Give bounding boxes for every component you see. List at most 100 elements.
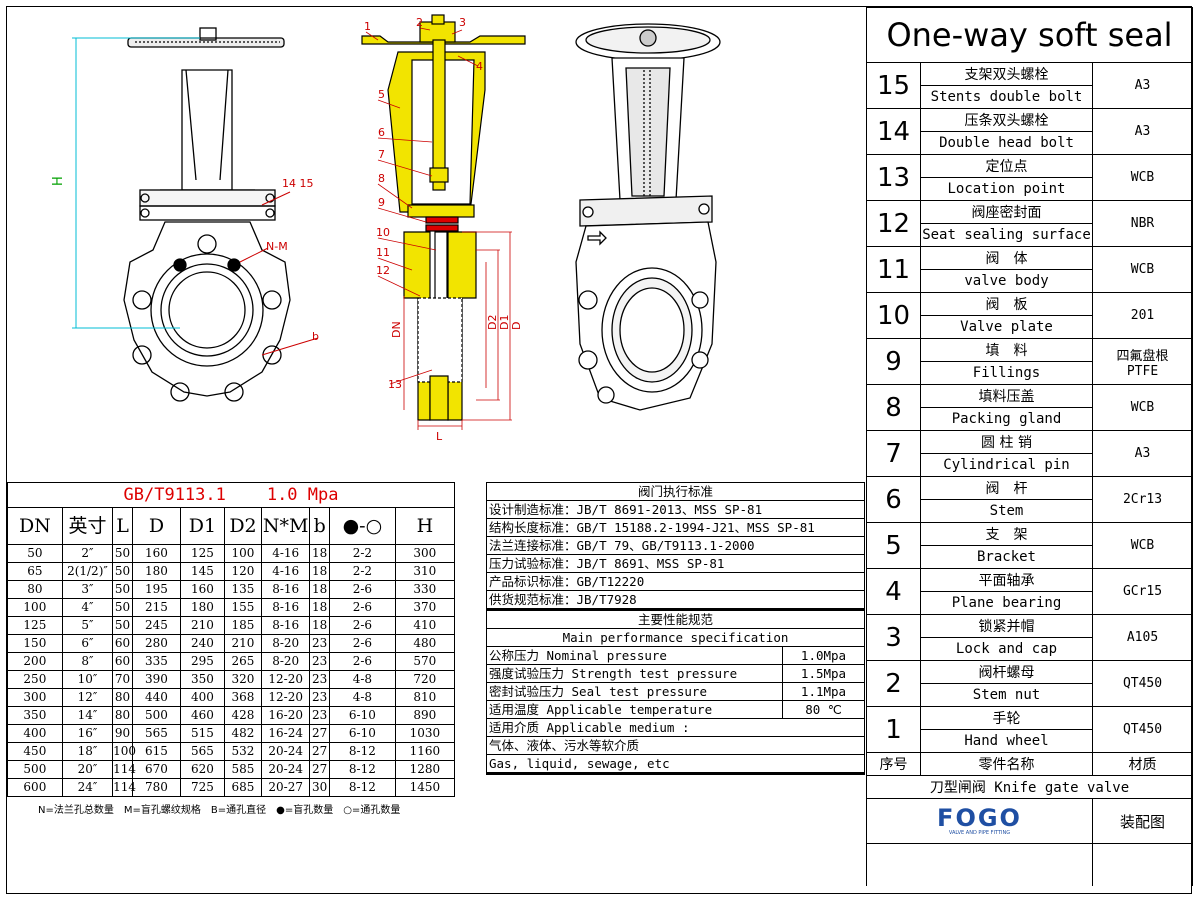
dim-header-cell: L [112, 507, 133, 545]
table-cell: 245 [131, 616, 182, 635]
table-cell: 8-16 [261, 598, 311, 617]
section-view [361, 14, 526, 421]
table-cell: 370 [394, 598, 456, 617]
part-row-en: Valve plate [867, 315, 1193, 339]
part-name-cn: 支 架 [920, 522, 1093, 546]
table-cell: 2-6 [329, 580, 396, 599]
blank-cell-2 [1091, 843, 1194, 886]
table-cell: 4-16 [261, 562, 311, 581]
section-dimensions [403, 231, 512, 430]
table-cell: 368 [223, 688, 263, 707]
table-cell: 210 [223, 634, 263, 653]
part-name-cn: 圆 柱 销 [920, 430, 1093, 454]
logo-subtitle: VALVE AND PIPE FITTING [948, 830, 1011, 836]
material-header: 材质 [1091, 752, 1194, 776]
logo-cell: FOGO VALVE AND PIPE FITTING [866, 798, 1093, 844]
part-number: 1 [866, 706, 921, 753]
part-row-en: Stem nut [867, 683, 1193, 707]
table-cell: 100 [223, 544, 263, 563]
bolt-ref-label: 14 15 [282, 177, 314, 190]
table-cell: 60 [112, 634, 133, 653]
callout-labels: 1 2 3 4 5 6 7 8 9 10 11 12 13 [364, 16, 483, 391]
table-cell: 310 [394, 562, 456, 581]
part-number: 11 [866, 246, 921, 293]
callout-11: 11 [376, 246, 390, 259]
callout-leaders [365, 27, 479, 385]
table-cell: 27 [309, 742, 331, 761]
nm-label: N-M [266, 240, 288, 253]
standard-pressure-header: GB/T9113.1 1.0 Mpa [7, 482, 455, 508]
table-cell: 200 [7, 652, 63, 671]
table-cell: 50 [112, 580, 133, 599]
table-cell: 8-12 [329, 778, 396, 797]
part-number: 3 [866, 614, 921, 661]
table-cell: 240 [180, 634, 225, 653]
table-cell: 160 [131, 544, 182, 563]
table-cell: 320 [223, 670, 263, 689]
standard-row: 压力试验标准：JB/T 8691、MSS SP-81 [485, 554, 866, 573]
h-label: H [51, 176, 66, 186]
table-cell: 80 [112, 688, 133, 707]
table-cell: 2-6 [329, 634, 396, 653]
standard-row: 法兰连接标准：GB/T 79、GB/T9113.1-2000 [485, 536, 866, 555]
dim-header-cell: H [394, 507, 456, 545]
part-name-cn: 平面轴承 [920, 568, 1093, 592]
part-name-cn: 填 料 [920, 338, 1093, 362]
table-cell: 100 [112, 742, 136, 761]
part-name-en: Stem nut [920, 683, 1093, 707]
table-cell: 114 [112, 760, 136, 779]
standard-row: 产品标识标准：GB/T12220 [485, 572, 866, 591]
part-number: 13 [866, 154, 921, 201]
table-cell: 720 [394, 670, 456, 689]
part-name-cn: 定位点 [920, 154, 1093, 178]
part-material: A3 [1091, 430, 1194, 477]
standard-item: 设计制造标准：JB/T 8691-2013、MSS SP-81 [485, 500, 866, 519]
part-material: 四氟盘根 PTFE [1091, 338, 1194, 385]
table-cell: 570 [394, 652, 456, 671]
table-cell: 18 [309, 616, 331, 635]
part-material: GCr15 [1091, 568, 1194, 615]
part-material: NBR [1091, 200, 1194, 247]
table-cell: 615 [131, 742, 182, 761]
part-number: 5 [866, 522, 921, 569]
table-cell: 70 [112, 670, 133, 689]
table-cell: 150 [7, 634, 63, 653]
perf-value: 1.5Mpa [781, 664, 866, 683]
table-cell: 16-20 [261, 706, 311, 725]
table-cell: 265 [223, 652, 263, 671]
callout-9: 9 [378, 196, 385, 209]
table-cell: 50 [112, 544, 133, 563]
table-cell: 600 [7, 778, 63, 797]
table-cell: 410 [394, 616, 456, 635]
standard-item: 压力试验标准：JB/T 8691、MSS SP-81 [485, 554, 866, 573]
perf-value: 80 ℃ [781, 700, 866, 719]
part-row-en: Stents double bolt [867, 85, 1193, 109]
table-cell: 482 [223, 724, 263, 743]
perf-label: 公称压力 Nominal pressure [486, 646, 783, 665]
perf-title-cn: 主要性能规范 [485, 608, 866, 629]
table-cell: 2-2 [329, 562, 396, 581]
table-cell: 400 [7, 724, 63, 743]
part-material: QT450 [1091, 706, 1194, 753]
product-name: 刀型闸阀 Knife gate valve [865, 775, 1194, 799]
table-cell: 685 [223, 778, 263, 797]
table-cell: 50 [112, 598, 133, 617]
standards-title: 阀门执行标准 [485, 482, 866, 501]
part-name-cn: 支架双头螺栓 [920, 62, 1093, 86]
part-material: A105 [1091, 614, 1194, 661]
drawing-type: 装配图 [1091, 798, 1194, 844]
table-cell: 50 [7, 544, 63, 563]
table-cell: 1030 [394, 724, 456, 743]
part-name-cn: 锁紧并帽 [920, 614, 1093, 638]
part-name-en: valve body [920, 269, 1093, 293]
table-cell: 1160 [394, 742, 456, 761]
table-cell: 350 [7, 706, 63, 725]
part-number: 15 [866, 62, 921, 109]
